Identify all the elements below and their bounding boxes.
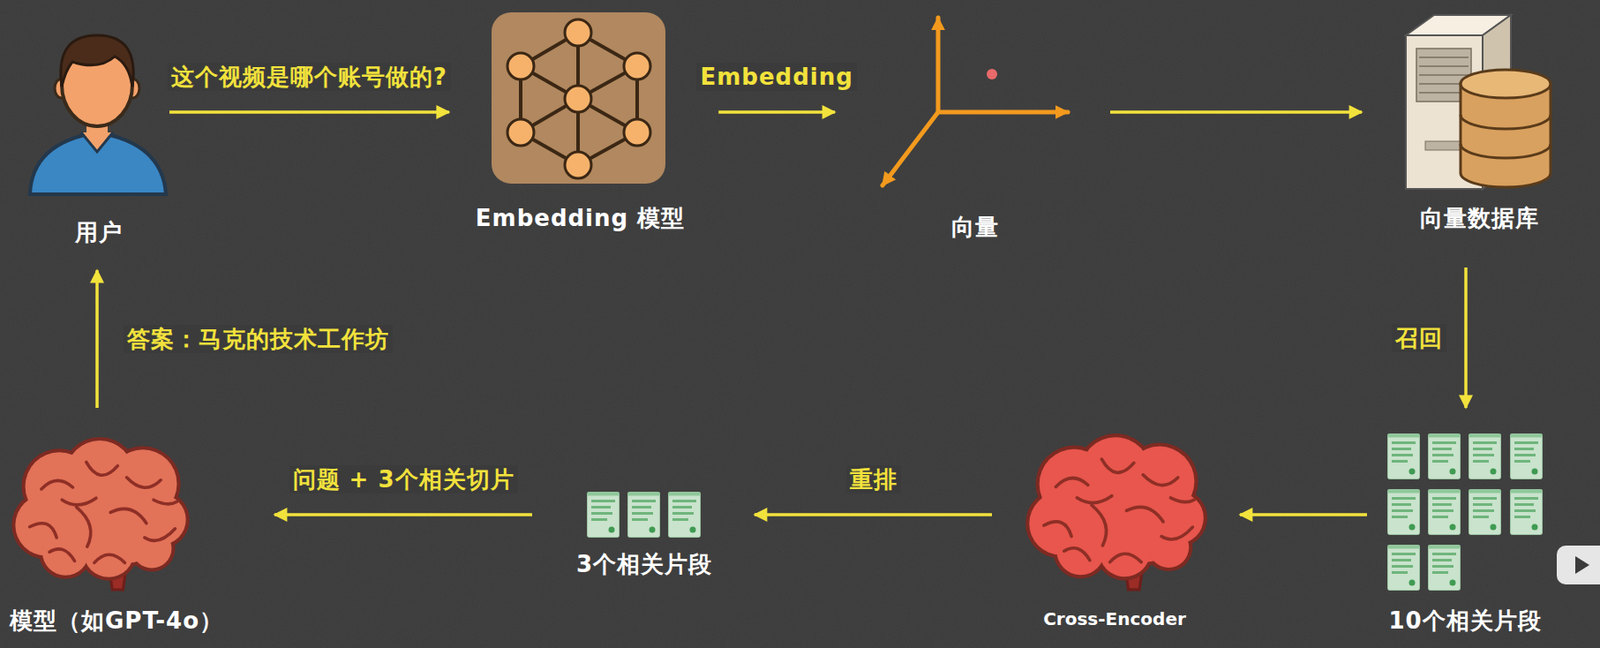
vector-point (986, 68, 998, 80)
edge-label: Embedding (696, 62, 857, 91)
icon-node: 用户 (28, 26, 170, 246)
node-label: 3个相关片段 (576, 550, 713, 578)
flow-arrow (1110, 110, 1362, 114)
node-label: 用户 (75, 218, 123, 246)
icon-node: 10个相关片段 (1383, 430, 1547, 634)
icon-node: 模型（如GPT-4o） (5, 435, 228, 634)
flow-arrow (95, 270, 99, 408)
user-icon (30, 35, 166, 195)
node-label: 向量 (951, 213, 1000, 241)
flow-arrow (1239, 512, 1368, 517)
vector-axes (882, 17, 1068, 186)
node-label: 向量数据库 (1419, 204, 1540, 232)
flow-arrow (754, 512, 992, 517)
edge-label: 这个视频是哪个账号做的? (167, 62, 451, 91)
flow-arrow (718, 110, 835, 114)
document-stack (1388, 434, 1543, 591)
edge-label: 问题 + 3个相关切片 (289, 465, 519, 494)
brain-icon (11, 436, 189, 590)
flow-arrow (274, 512, 533, 517)
node-label: 模型（如GPT-4o） (9, 607, 224, 634)
edge-label: 答案：马克的技术工作坊 (123, 324, 393, 354)
edge-label: 重排 (846, 465, 902, 494)
icon-node: 向量 (873, 8, 1077, 241)
node-label: 10个相关片段 (1388, 607, 1541, 634)
node-label: Cross-Encoder (1043, 607, 1187, 631)
icon-node: 向量数据库 (1403, 10, 1555, 232)
flow-arrow (1464, 267, 1468, 408)
icon-node: Embedding 模型 (471, 10, 690, 232)
icon-node: 3个相关片段 (564, 487, 724, 578)
database-icon (1405, 15, 1551, 189)
document-stack (587, 492, 701, 538)
edge-label: 召回 (1391, 323, 1447, 353)
node-label: Embedding 模型 (475, 204, 685, 232)
embedding-model-icon (491, 12, 666, 184)
player-icon (1556, 545, 1600, 585)
brain-icon (1025, 433, 1208, 590)
icon-node: Cross-Encoder (1014, 430, 1215, 631)
flow-arrow (169, 110, 450, 114)
